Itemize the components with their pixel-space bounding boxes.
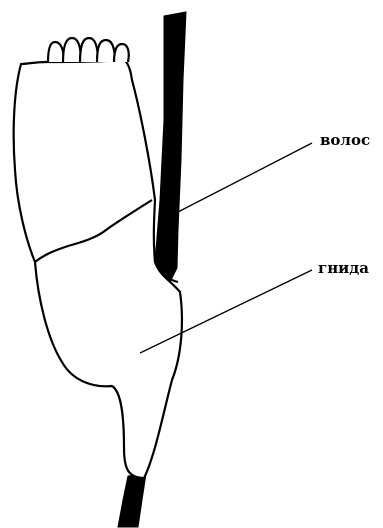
hair-shaft-lower: [118, 474, 146, 527]
nit-label: гнида: [318, 259, 369, 277]
hair-shaft: [155, 12, 186, 282]
nit-egg-body: [14, 60, 182, 478]
nit-operculum: [48, 38, 129, 62]
hair-label: волос: [320, 131, 370, 149]
hair-leader-line: [176, 143, 312, 213]
